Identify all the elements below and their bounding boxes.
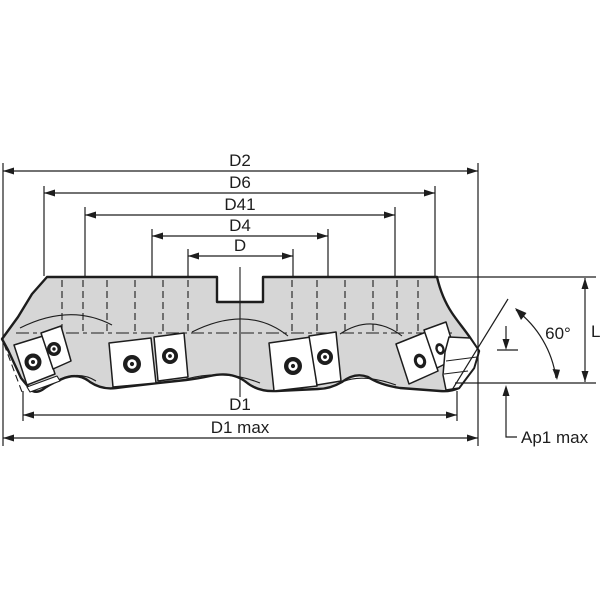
dimension-d41-label: D41: [224, 195, 255, 214]
insert-station-3: [268, 331, 342, 392]
insert-station-1: [13, 325, 72, 393]
flute-lobe-right: [339, 323, 403, 337]
dimension-d1-max-label: D1 max: [211, 418, 270, 437]
dimension-d-label: D: [234, 236, 246, 255]
extension-lines: [2, 163, 479, 446]
flute-lobe-center: [191, 318, 289, 337]
insert-station-2: [108, 332, 189, 388]
dimension-d1-label: D1: [229, 395, 251, 414]
bottom-land-line-3: [341, 377, 397, 386]
dimension-d2-label: D2: [229, 151, 251, 170]
dimension-d41: D41: [85, 195, 395, 219]
dimension-angle: 60°: [451, 298, 571, 391]
insert-station-5: [442, 336, 480, 391]
dimension-d1-max: D1 max: [3, 418, 478, 442]
dimension-ap1-max: Ap1 max: [497, 326, 589, 447]
dimension-ap1-max-label: Ap1 max: [521, 428, 589, 447]
flute-lobe-left: [19, 314, 113, 329]
dimension-d6: D6: [44, 173, 435, 197]
dimension-d1: D1: [23, 395, 457, 419]
dimension-length-label: L: [591, 322, 600, 341]
edge-construction-line: [3, 343, 23, 393]
bottom-land-line-1: [59, 374, 97, 382]
insert-station-4: [395, 321, 458, 385]
dimension-angle-label: 60°: [545, 324, 571, 343]
dimension-d2: D2: [3, 151, 478, 175]
dimension-d: D: [188, 236, 293, 260]
dimension-d6-label: D6: [229, 173, 251, 192]
bottom-land-line-2: [185, 374, 261, 384]
hidden-vertical-lines: [61, 280, 419, 331]
dimension-length: L: [437, 276, 600, 384]
dimension-d4-label: D4: [229, 216, 251, 235]
dimension-d4: D4: [152, 216, 328, 240]
